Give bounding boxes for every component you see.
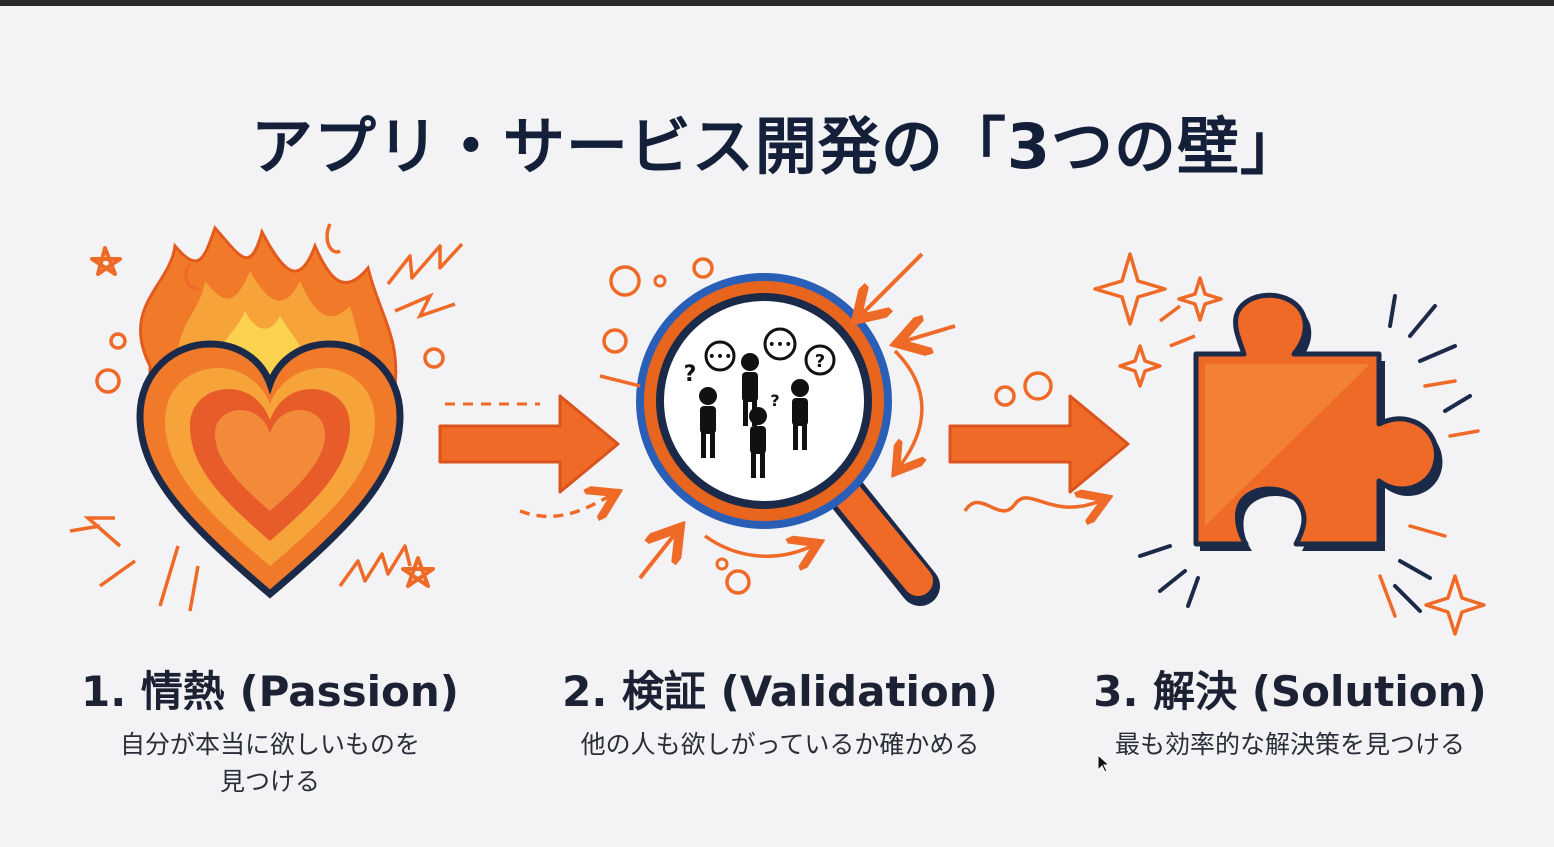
magnifying-glass-people-icon: ••• ••• ? ? ?: [599, 252, 956, 606]
svg-text:?: ?: [684, 362, 697, 387]
step-3-heading: 3. 解決 (Solution): [1093, 667, 1487, 716]
step-2-description: 他の人も欲しがっているか確かめる: [580, 730, 980, 759]
step-3-description: 最も効率的な解決策を見つける: [1114, 730, 1465, 759]
svg-text:•••: •••: [708, 349, 733, 365]
slide-title: アプリ・サービス開発の「3つの壁」: [250, 110, 1304, 183]
step-1-heading: 1. 情熱 (Passion): [81, 667, 459, 716]
arrow-right-icon: [948, 371, 1130, 511]
puzzle-piece-icon: [1093, 252, 1486, 636]
slide: アプリ・サービス開発の「3つの壁」: [0, 6, 1554, 847]
mouse-pointer-icon: [1097, 754, 1111, 773]
svg-text:?: ?: [770, 391, 779, 410]
svg-text:•••: •••: [768, 337, 793, 353]
step-1-description: 自分が本当に欲しいものを見つける: [119, 730, 420, 796]
arrow-right-icon: [438, 394, 618, 516]
burning-heart-icon: [69, 223, 464, 612]
svg-text:?: ?: [815, 351, 825, 372]
illustration-canvas: ••• ••• ? ? ?: [69, 223, 1486, 636]
step-2-heading: 2. 検証 (Validation): [562, 667, 998, 716]
